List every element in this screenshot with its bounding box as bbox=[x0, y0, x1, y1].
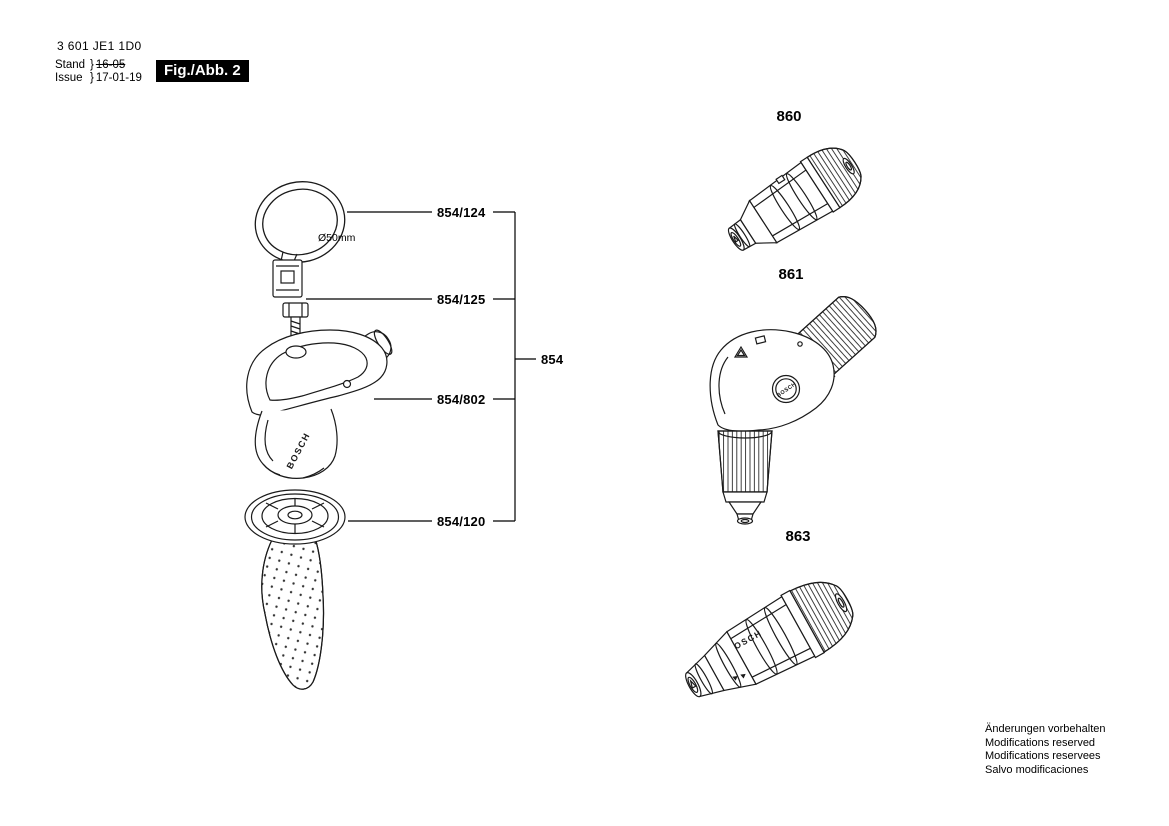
handle-strap-drawing bbox=[254, 181, 346, 263]
legal-note-line-es: Salvo modificaciones bbox=[985, 763, 1089, 776]
chuck-860-drawing bbox=[727, 147, 862, 251]
accessory-label-860: 860 bbox=[776, 108, 802, 125]
issue-value: 17-01-19 bbox=[95, 72, 142, 84]
angle-adapter-861-drawing: BOSCH bbox=[709, 296, 877, 525]
stand-label: Stand bbox=[55, 59, 86, 71]
issue-label: Issue bbox=[55, 72, 83, 84]
document-number: 3 601 JE1 1D0 bbox=[57, 39, 142, 53]
chuck-863-drawing: BOSCH bbox=[685, 581, 854, 698]
revision-block: Stand } 16-05 Issue } 17-01-19 bbox=[55, 59, 142, 85]
callout-854-120: 854/120 bbox=[437, 514, 486, 529]
legal-note-line-de: Änderungen vorbehalten bbox=[985, 723, 1106, 735]
figure-label: Fig./Abb. 2 bbox=[156, 60, 249, 82]
legal-note: Änderungen vorbehalten Modifications res… bbox=[985, 723, 1105, 777]
callout-854-802: 854/802 bbox=[437, 392, 486, 407]
handle-bracket-drawing: BOSCH bbox=[246, 329, 393, 479]
callout-854-124: 854/124 bbox=[437, 205, 486, 220]
strap-diameter-note: Ø50mm bbox=[318, 232, 356, 244]
legal-note-line-fr: Modifications reservees bbox=[985, 750, 1101, 762]
strap-clip-drawing bbox=[272, 251, 303, 298]
handle-grip-drawing bbox=[244, 489, 346, 690]
revision-issue-row: Issue } 17-01-19 bbox=[55, 72, 142, 85]
revision-stand-row: Stand } 16-05 bbox=[55, 59, 142, 72]
stand-brace: } bbox=[90, 59, 94, 71]
stand-value: 16-05 bbox=[95, 59, 126, 71]
callout-854-125: 854/125 bbox=[437, 292, 486, 307]
callout-854-group: 854 bbox=[541, 352, 564, 367]
issue-brace: } bbox=[90, 72, 94, 84]
accessory-label-863: 863 bbox=[785, 528, 811, 545]
callout-leader-lines bbox=[306, 211, 536, 522]
accessory-label-861: 861 bbox=[778, 266, 804, 283]
legal-note-line-en: Modifications reserved bbox=[985, 736, 1096, 749]
